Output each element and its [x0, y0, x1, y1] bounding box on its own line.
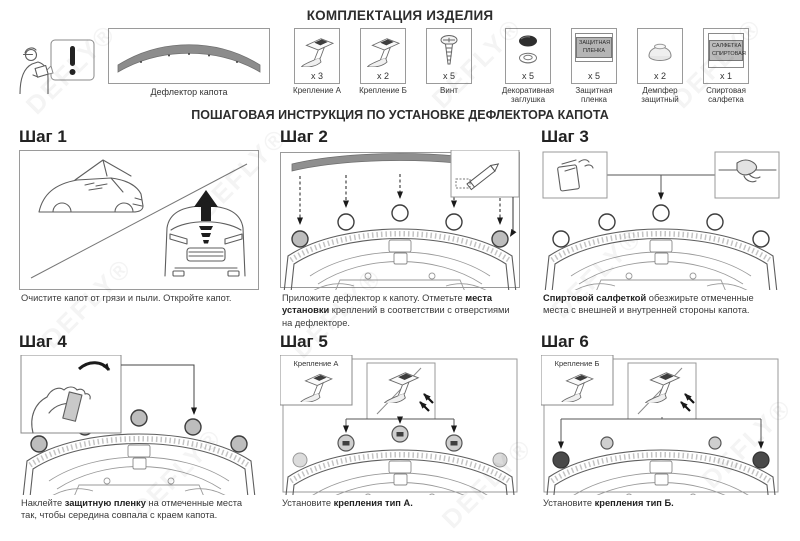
instruction-sheet: DEFLY® DEFLY® DEFLY® DEFLY® DEFLY® DEFLY… [0, 8, 800, 534]
step-3-heading: Шаг 3 [541, 127, 589, 147]
film-icon: ЗАЩИТНАЯ ПЛЕНКА [575, 33, 613, 62]
pencil-icon [455, 163, 500, 191]
step-4-illustration [19, 354, 259, 495]
part-qty: x 2 [653, 71, 666, 81]
kit-item-film: ЗАЩИТНАЯ ПЛЕНКА x 5 Защитная пленка [569, 28, 619, 104]
part-label: Винт [440, 86, 458, 95]
part-label: Декоративная заглушка [501, 86, 555, 105]
page-subtitle: ПОШАГОВАЯ ИНСТРУКЦИЯ ПО УСТАНОВКЕ ДЕФЛЕК… [191, 108, 609, 123]
steps-grid: Шаг 1 [0, 124, 800, 520]
part-label: Спиртовая салфетка [706, 86, 746, 105]
step-2: Шаг 2 [280, 124, 520, 328]
step-1-caption: Очистите капот от грязи и пыли. Откройте… [21, 293, 232, 304]
screw-arrow-icon [680, 400, 691, 412]
step-5-heading: Шаг 5 [280, 331, 328, 351]
wiping-hand-icon [718, 159, 777, 183]
part-qty: x 3 [310, 71, 323, 81]
step-2-heading: Шаг 2 [280, 127, 328, 147]
step-1: Шаг 1 [19, 124, 259, 328]
step-3-illustration [541, 151, 781, 290]
step-5: Шаг 5 Крепление А [280, 329, 520, 521]
deflector-image [117, 44, 261, 73]
bracket-a-icon [301, 38, 334, 67]
part-label: Крепление А [293, 86, 341, 95]
part-qty: x 5 [587, 71, 600, 81]
kit-item-deflector: Дефлектор капота [108, 28, 270, 97]
exclamation-icon [70, 46, 75, 66]
kit-item-bracket-b: x 2 Крепление Б [358, 28, 408, 104]
step-1-heading: Шаг 1 [19, 127, 67, 147]
bracket-b-inset-label: Крепление Б [555, 359, 600, 368]
kit-item-bracket-a: x 3 Крепление А [292, 28, 342, 104]
part-qty: x 5 [521, 71, 534, 81]
plug-icon [519, 35, 537, 64]
part-qty: x 5 [442, 71, 455, 81]
deflector-label: Дефлектор капота [150, 87, 228, 97]
step-6-heading: Шаг 6 [541, 331, 589, 351]
part-qty: x 2 [376, 71, 389, 81]
kit-item-wipe: САЛФЕТКА СПИРТОВАЯ x 1 Спиртовая салфетк… [701, 28, 751, 104]
open-hood-arrow-icon [194, 190, 218, 244]
apply-film-hand-icon [31, 386, 91, 434]
part-label: Защитная пленка [575, 86, 613, 105]
page-title: КОМПЛЕКТАЦИЯ ИЗДЕЛИЯ [306, 8, 494, 23]
read-manual-warning-icon [19, 39, 95, 94]
kit-parts: x 3 Крепление А x 2 Крепление Б [292, 28, 751, 104]
step-2-illustration [280, 150, 520, 290]
step-4: Шаг 4 Наклейте защитную пленку на отм [19, 329, 259, 521]
step-6-illustration: Крепление Б [541, 354, 781, 495]
part-label: Крепление Б [359, 86, 407, 95]
step-3: Шаг 3 [541, 124, 781, 328]
damper-icon [648, 43, 672, 61]
part-label: Демпфер защитный [641, 86, 679, 105]
step-6-caption: Установите крепления тип Б. [543, 497, 674, 508]
kit-item-plug: x 5 Декоративная заглушка [501, 28, 555, 105]
screw-arrow-icon [419, 400, 430, 412]
kit-item-screw: x 5 Винт [424, 28, 474, 104]
step-5-illustration: Крепление А [280, 354, 520, 495]
screw-arrow-icon [684, 392, 695, 404]
bracket-b-icon [367, 38, 400, 67]
part-qty: x 1 [719, 71, 732, 81]
rotate-arrow-icon [77, 360, 111, 371]
step-2-caption: Приложите дефлектор к капоту. Отметьте м… [282, 293, 510, 328]
deflector-box [108, 28, 270, 84]
kit-item-damper: x 2 Демпфер защитный [635, 28, 685, 104]
step-3-caption: Спиртовой салфеткой обезжирьте отмеченны… [543, 293, 754, 316]
kit-row: Дефлектор капота x 3 Крепление А x 2 [0, 28, 800, 104]
wipe-icon: САЛФЕТКА СПИРТОВАЯ [708, 33, 746, 68]
step-5-caption: Установите крепления тип А. [282, 497, 413, 508]
screw-arrow-icon [423, 392, 434, 404]
step-4-caption: Наклейте защитную пленку на отмеченные м… [21, 497, 243, 520]
step-6: Шаг 6 Крепление Б Установит [541, 329, 781, 521]
screw-icon [440, 35, 458, 65]
step-1-illustration [19, 150, 259, 291]
wipe-packet-icon [557, 159, 594, 192]
bracket-a-inset-label: Крепление А [294, 359, 339, 368]
step-4-heading: Шаг 4 [19, 331, 67, 351]
